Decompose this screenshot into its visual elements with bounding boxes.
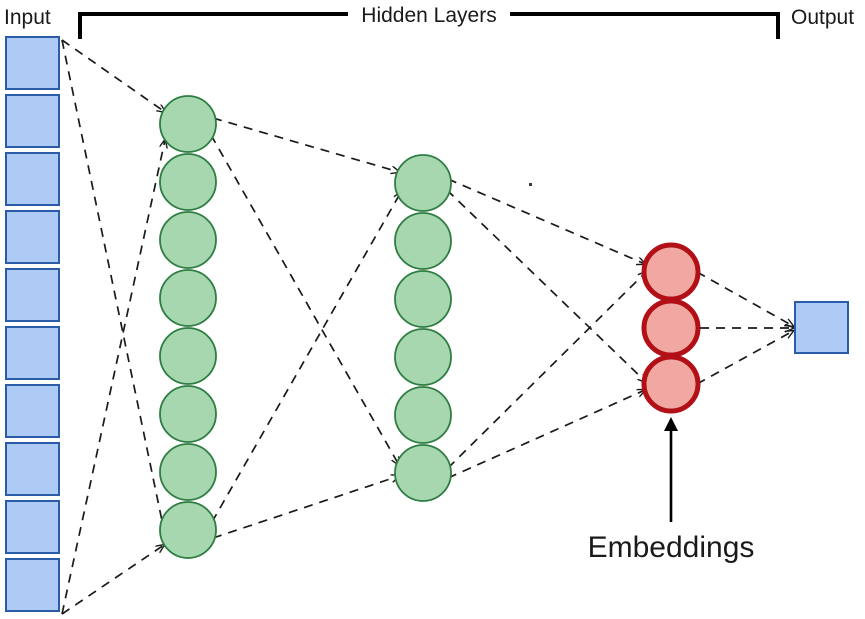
connection-input-top-h1-bottom [61,39,166,540]
hidden-node[interactable] [159,501,217,559]
hidden-node[interactable] [394,154,452,212]
embedding-node[interactable] [641,354,701,414]
embeddings-label: Embeddings [588,531,755,564]
input-node[interactable] [5,210,60,264]
connection-h2-top-emb-bottom [446,189,646,382]
hidden-node[interactable] [159,95,217,153]
input-node[interactable] [5,268,60,322]
hidden-layer-1 [159,95,217,559]
embedding-node[interactable] [641,298,701,358]
output-label: Output [791,6,854,29]
connection-input-bottom-h1-top [61,140,165,615]
hidden-node[interactable] [159,211,217,269]
hidden-node[interactable] [159,153,217,211]
connection-input-bottom-h1-bottom [61,545,164,615]
hidden-node[interactable] [394,212,452,270]
hidden-node[interactable] [159,385,217,443]
input-node[interactable] [5,152,60,206]
output-node[interactable] [794,301,849,354]
connection-emb-top-output [696,271,793,326]
hidden-layers-label: Hidden Layers [361,4,496,27]
connection-h1-bottom-h2-top [211,192,401,523]
input-layer [5,36,60,612]
hidden-node[interactable] [394,444,452,502]
hidden-node[interactable] [159,269,217,327]
connection-input-top-h1-top [61,39,165,112]
input-node[interactable] [5,94,60,148]
input-node[interactable] [5,384,60,438]
connection-emb-bottom-output [696,331,793,385]
input-node[interactable] [5,326,60,380]
hidden-node[interactable] [159,327,217,385]
embeddings-layer [641,242,701,414]
connection-h1-top-h2-top [212,117,399,172]
connection-h1-bottom-h2-bottom [212,476,399,539]
connection-h1-top-h2-bottom [210,134,399,465]
input-node[interactable] [5,558,60,612]
connection-lines [61,39,793,615]
connection-h2-top-emb-top [447,178,645,264]
input-node[interactable] [5,500,60,554]
input-node[interactable] [5,36,60,90]
hidden-node[interactable] [394,270,452,328]
embedding-node[interactable] [641,242,701,302]
hidden-layers-bracket [78,12,780,39]
hidden-node[interactable] [159,443,217,501]
input-node[interactable] [5,442,60,496]
hidden-layer-2 [394,154,452,502]
input-label: Input [4,6,51,29]
hidden-node[interactable] [394,386,452,444]
stray-dot [529,183,532,186]
connection-h2-bottom-emb-top [447,272,646,469]
output-layer [794,301,849,354]
hidden-node[interactable] [394,328,452,386]
connection-h2-bottom-emb-bottom [447,390,645,479]
